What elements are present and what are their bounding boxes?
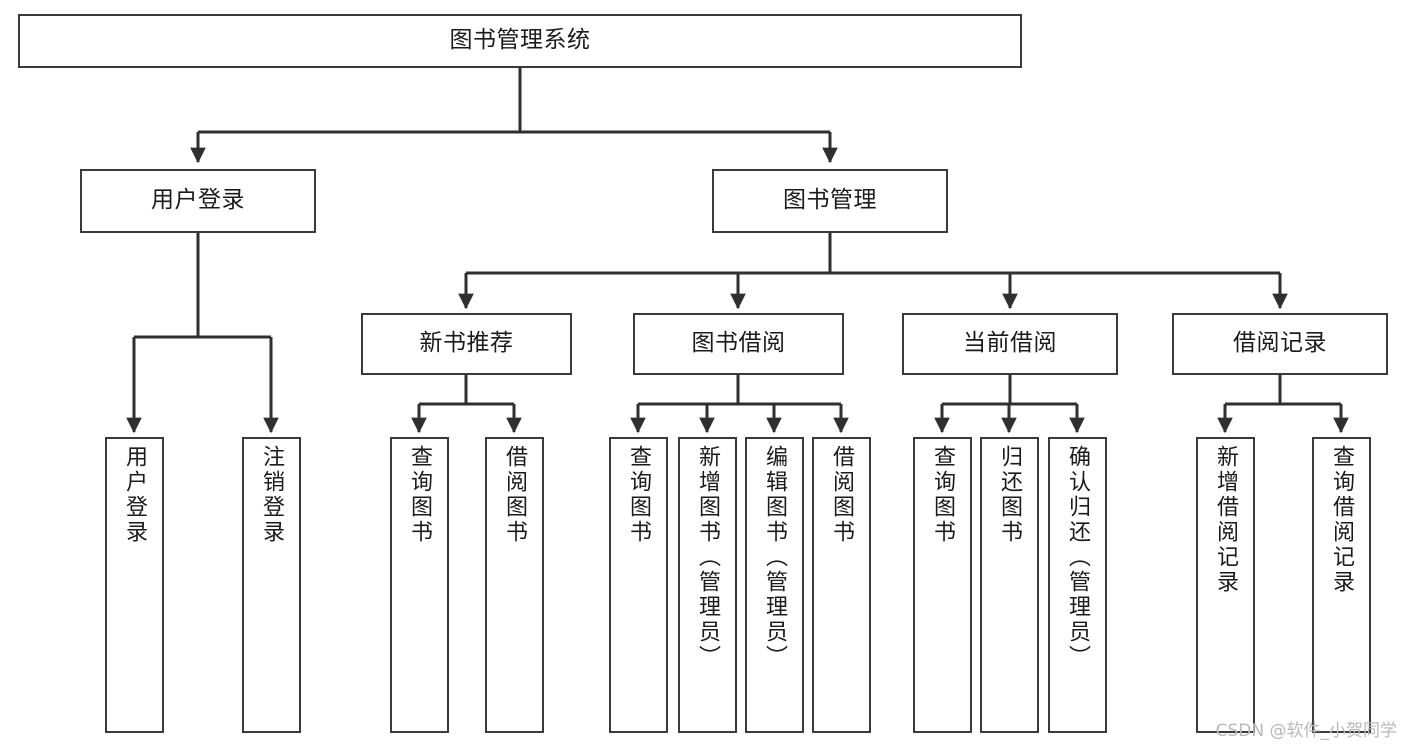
node-leaf-edit-book-label: 编辑图书（管理员） (762, 445, 788, 670)
node-leaf-borrow-book-1[interactable]: 借阅图书 (485, 437, 544, 733)
node-book-management-label: 图书管理 (783, 187, 877, 214)
node-leaf-user-login-label: 用户登录 (122, 445, 148, 545)
node-user-login-label: 用户登录 (151, 187, 245, 214)
node-new-book-recommend[interactable]: 新书推荐 (361, 313, 572, 375)
node-current-borrow[interactable]: 当前借阅 (902, 313, 1118, 375)
node-borrow-record-label: 借阅记录 (1233, 330, 1327, 357)
node-new-book-recommend-label: 新书推荐 (419, 330, 514, 357)
node-leaf-borrow-book-2-label: 借阅图书 (829, 445, 855, 545)
node-leaf-edit-book[interactable]: 编辑图书（管理员） (745, 437, 804, 733)
node-leaf-add-book-label: 新增图书（管理员） (695, 445, 721, 670)
node-root[interactable]: 图书管理系统 (18, 14, 1022, 68)
node-current-borrow-label: 当前借阅 (963, 330, 1057, 357)
node-leaf-add-record[interactable]: 新增借阅记录 (1196, 437, 1255, 733)
node-leaf-borrow-book-2[interactable]: 借阅图书 (812, 437, 871, 733)
node-leaf-query-book-3[interactable]: 查询图书 (913, 437, 972, 733)
csdn-watermark: CSDN @软件_小贺同学 (1215, 721, 1397, 741)
node-book-borrow-label: 图书借阅 (691, 330, 786, 357)
node-leaf-return-book[interactable]: 归还图书 (980, 437, 1039, 733)
node-leaf-user-logout[interactable]: 注销登录 (242, 437, 301, 733)
node-leaf-return-book-label: 归还图书 (997, 445, 1023, 545)
node-book-management[interactable]: 图书管理 (712, 169, 948, 233)
node-leaf-add-record-label: 新增借阅记录 (1213, 445, 1239, 595)
node-leaf-query-book-2[interactable]: 查询图书 (609, 437, 668, 733)
node-book-borrow[interactable]: 图书借阅 (633, 313, 844, 375)
node-leaf-query-book-1[interactable]: 查询图书 (390, 437, 449, 733)
node-borrow-record[interactable]: 借阅记录 (1172, 313, 1388, 375)
node-root-label: 图书管理系统 (449, 27, 591, 54)
node-leaf-query-book-2-label: 查询图书 (626, 445, 652, 545)
node-leaf-query-record[interactable]: 查询借阅记录 (1312, 437, 1371, 733)
node-leaf-borrow-book-1-label: 借阅图书 (502, 445, 528, 545)
node-leaf-query-book-1-label: 查询图书 (407, 445, 433, 545)
node-leaf-confirm-return[interactable]: 确认归还（管理员） (1048, 437, 1107, 733)
node-leaf-query-record-label: 查询借阅记录 (1329, 445, 1355, 595)
node-leaf-user-login[interactable]: 用户登录 (105, 437, 164, 733)
node-leaf-query-book-3-label: 查询图书 (930, 445, 956, 545)
node-leaf-user-logout-label: 注销登录 (259, 445, 285, 545)
node-leaf-add-book[interactable]: 新增图书（管理员） (678, 437, 737, 733)
node-leaf-confirm-return-label: 确认归还（管理员） (1065, 445, 1091, 670)
node-user-login[interactable]: 用户登录 (80, 169, 316, 233)
